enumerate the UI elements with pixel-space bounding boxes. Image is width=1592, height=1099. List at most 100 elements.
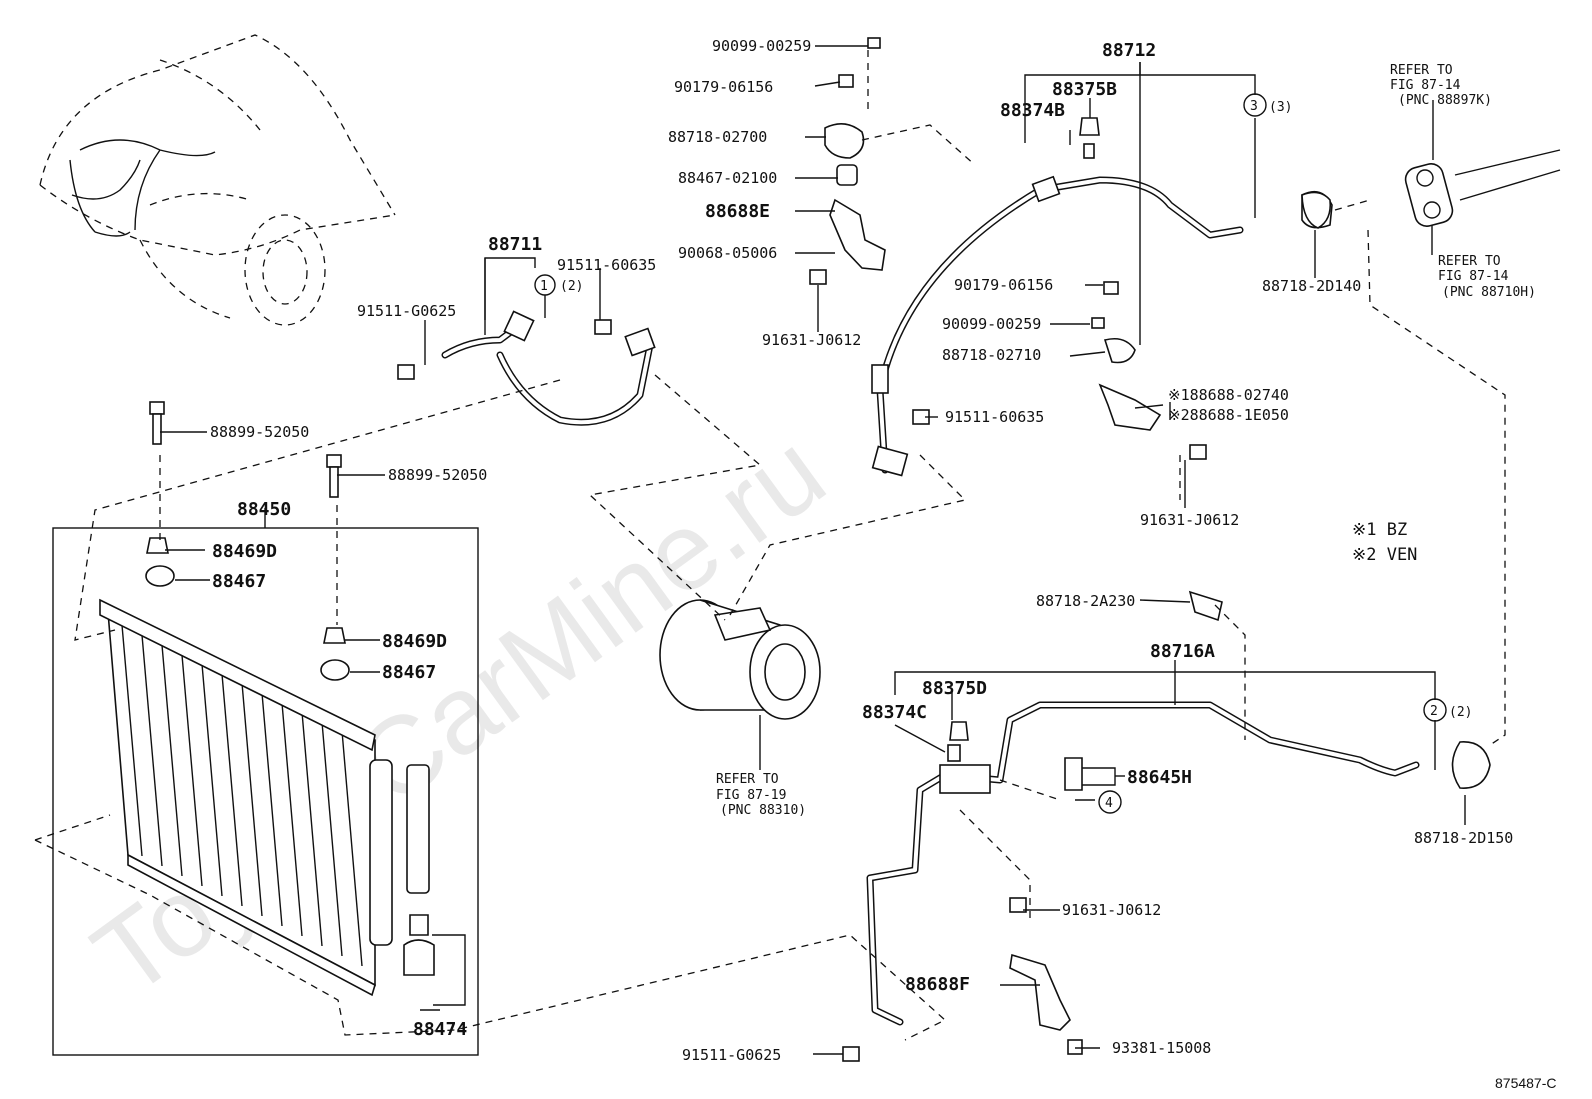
note-bz: ※1 BZ xyxy=(1352,520,1407,540)
cushion-88467-b xyxy=(320,659,350,681)
leader-lines xyxy=(160,45,1466,1055)
clamp-88718-2a230 xyxy=(1188,590,1223,622)
bracket-88688e xyxy=(829,198,886,271)
label-88718-02700: 88718-02700 xyxy=(668,128,767,146)
label-88688e: 88688E xyxy=(705,201,770,222)
bolt-90099-a xyxy=(867,37,881,49)
label-88688-1e050: ※288688-1E050 xyxy=(1168,406,1289,424)
label-88467-b: 88467 xyxy=(382,662,436,683)
vehicle-outline-illustration xyxy=(39,34,396,326)
bracket-88688-02740 xyxy=(1098,383,1162,431)
label-91511-60635-left: 91511-60635 xyxy=(557,256,656,274)
label-88469d-b: 88469D xyxy=(382,631,447,652)
label-88374b: 88374B xyxy=(1000,100,1065,121)
clamp-88718-02700 xyxy=(824,123,865,159)
seal-88374b xyxy=(1083,143,1095,159)
label-88711: 88711 xyxy=(488,234,542,255)
label-88375b: 88375B xyxy=(1052,79,1117,100)
seal-88374c xyxy=(947,744,961,762)
label-88375d: 88375D xyxy=(922,678,987,699)
label-88712: 88712 xyxy=(1102,40,1156,61)
nut-88718-2d140 xyxy=(1301,191,1332,229)
figure-id: 875487-C xyxy=(1495,1075,1557,1091)
condenser-assembly-box xyxy=(52,508,479,1056)
nut-90179-a xyxy=(838,74,854,88)
bolt-88899-a xyxy=(149,401,165,445)
label-qty-circle1: (2) xyxy=(560,279,583,294)
label-88718-2a230: 88718-2A230 xyxy=(1036,592,1135,610)
cap-88375d xyxy=(949,721,969,741)
label-91631-j0612-bottom: 91631-J0612 xyxy=(1062,901,1161,919)
label-qty-circle3: (3) xyxy=(1269,100,1292,115)
bolt-90099-b xyxy=(1091,317,1105,329)
label-88688f: 88688F xyxy=(905,974,970,995)
label-90099-00259-top: 90099-00259 xyxy=(712,37,811,55)
bolt-88899-b xyxy=(326,454,342,498)
callout-circle-1: 1 xyxy=(534,274,556,296)
refer-mid-line1: REFER TO xyxy=(1438,254,1501,269)
refer-mid-line3: (PNC 88710H) xyxy=(1442,285,1536,300)
label-90179-06156-top: 90179-06156 xyxy=(674,78,773,96)
bolt-91631-a xyxy=(809,269,827,285)
callout-circle-2: 2 xyxy=(1423,698,1447,722)
hose-88711 xyxy=(441,310,656,426)
refer-top-line1: REFER TO xyxy=(1390,63,1453,78)
label-88688-02740: ※188688-02740 xyxy=(1168,386,1289,404)
nut-90179-b xyxy=(1103,281,1119,295)
bolt-91511-60635-a xyxy=(594,319,612,335)
label-90068-05006: 90068-05006 xyxy=(678,244,777,262)
label-88716a: 88716A xyxy=(1150,641,1215,662)
grommet-88467-02100 xyxy=(836,164,858,186)
label-88899-52050-a: 88899-52050 xyxy=(210,423,309,441)
label-93381-15008: 93381-15008 xyxy=(1112,1039,1211,1057)
svg-text:4: 4 xyxy=(1105,796,1113,811)
clamp-88718-02710 xyxy=(1103,337,1136,364)
refer-compressor-line1: REFER TO xyxy=(716,772,779,787)
refer-top-line3: (PNC 88897K) xyxy=(1398,93,1492,108)
svg-text:3: 3 xyxy=(1250,99,1258,114)
expansion-valve-block xyxy=(1404,149,1561,227)
cushion-88467-a xyxy=(145,565,175,587)
label-91511-60635-mid: 91511-60635 xyxy=(945,408,1044,426)
callout-circle-4: 4 xyxy=(1098,790,1122,814)
assembly-lines xyxy=(34,50,1506,1041)
label-91511-g0625-bottom: 91511-G0625 xyxy=(682,1046,781,1064)
note-ven: ※2 VEN xyxy=(1352,545,1417,565)
label-88474: 88474 xyxy=(413,1019,467,1040)
label-91631-j0612-top: 91631-J0612 xyxy=(762,331,861,349)
svg-text:1: 1 xyxy=(540,279,548,294)
bolt-91511-g0625-b xyxy=(842,1046,860,1062)
bolt-91631-b xyxy=(1189,444,1207,460)
label-88899-52050-b: 88899-52050 xyxy=(388,466,487,484)
cushion-88469d-b xyxy=(323,627,346,644)
bracket-88688f xyxy=(1009,953,1071,1031)
label-88374c: 88374C xyxy=(862,702,927,723)
label-88450: 88450 xyxy=(237,499,291,520)
callout-circle-3: 3 xyxy=(1243,93,1267,117)
label-88469d-a: 88469D xyxy=(212,541,277,562)
pipe-88716a xyxy=(866,701,1491,1026)
cushion-88469d-a xyxy=(146,537,169,554)
bolt-91511-g0625-a xyxy=(397,364,415,380)
label-91631-j0612-mid: 91631-J0612 xyxy=(1140,511,1239,529)
bolt-91631-c xyxy=(1009,897,1027,913)
label-90179-06156-mid: 90179-06156 xyxy=(954,276,1053,294)
label-91511-g0625-left: 91511-G0625 xyxy=(357,302,456,320)
refer-compressor-line3: (PNC 88310) xyxy=(720,803,806,818)
svg-text:2: 2 xyxy=(1430,704,1438,719)
pressure-switch-88645h xyxy=(1064,757,1083,791)
label-88467-a: 88467 xyxy=(212,571,266,592)
refer-top-line2: FIG 87-14 xyxy=(1390,78,1461,93)
refer-mid-line2: FIG 87-14 xyxy=(1438,269,1509,284)
label-90099-00259-mid: 90099-00259 xyxy=(942,315,1041,333)
compressor-illustration xyxy=(659,599,821,720)
label-88718-02710: 88718-02710 xyxy=(942,346,1041,364)
label-88718-2d150: 88718-2D150 xyxy=(1414,829,1513,847)
label-88467-02100: 88467-02100 xyxy=(678,169,777,187)
label-88645h: 88645H xyxy=(1127,767,1192,788)
cap-88375b xyxy=(1079,117,1100,136)
label-88718-2d140: 88718-2D140 xyxy=(1262,277,1361,295)
refer-compressor-line2: FIG 87-19 xyxy=(716,788,786,803)
bolt-93381 xyxy=(1067,1039,1083,1055)
